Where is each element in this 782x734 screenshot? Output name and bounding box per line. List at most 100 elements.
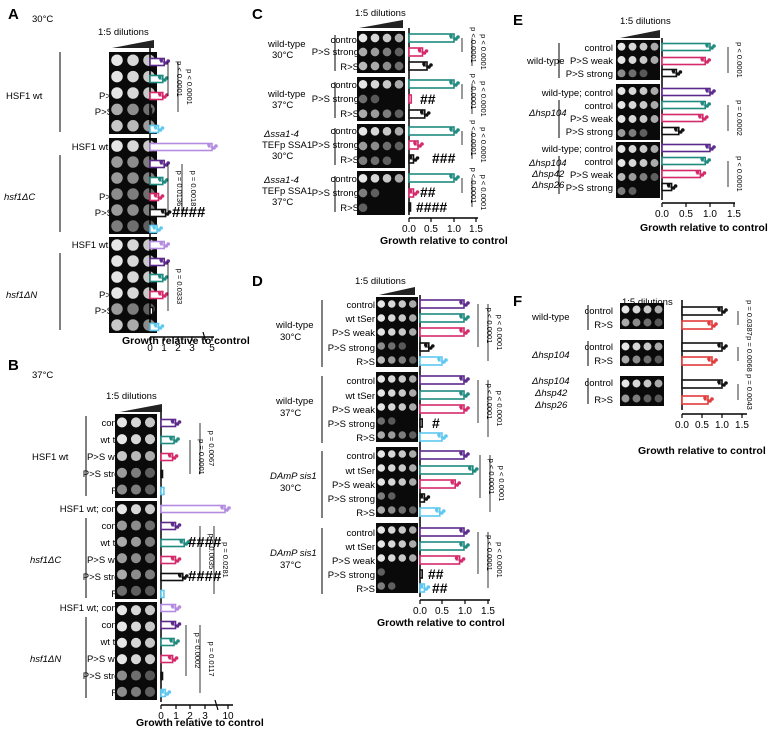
f-strain-wt: wild-type	[532, 312, 570, 323]
a-x-axis-tick-label: 0	[147, 343, 153, 354]
d-spots-3-spot	[398, 478, 407, 486]
a-spots-2-spot	[127, 156, 139, 168]
e-row-control: control	[584, 157, 613, 168]
c-row-control: control	[330, 35, 359, 46]
a-spots-3-spot	[111, 303, 123, 315]
e-spots-3-spot	[650, 159, 659, 167]
c-spots-4-spot	[358, 188, 368, 198]
d-spots-4-spot	[387, 554, 396, 562]
a-row-hsf1-wt-control: HSF1 wt; control	[71, 240, 142, 251]
f-x-axis-tick-label: 1.5	[735, 420, 749, 431]
b-bar-dot	[167, 453, 172, 457]
d-spots-3-spot	[377, 478, 386, 486]
d-spots-1-spot	[377, 300, 386, 308]
e-bar-dot	[700, 101, 704, 105]
c-spots-2-spot	[358, 94, 368, 104]
a-hash-mark: ####	[172, 204, 206, 221]
b-spots-2-spot	[116, 504, 128, 515]
d-spots-1-spot	[398, 328, 407, 336]
d-strain-wt-30-line2: 30°C	[280, 332, 302, 343]
c-pval-3: p < 0.0001	[469, 74, 478, 110]
d-spots-1-spot	[377, 342, 386, 350]
f-strain-triple-1: Δhsp104	[532, 376, 570, 387]
b-x-axis-tick-label: 2	[187, 711, 193, 722]
d-spots-4-spot	[377, 582, 386, 590]
c-spots-1-spot	[394, 33, 404, 43]
c-spots-3-spot	[370, 156, 380, 165]
e-bar	[661, 87, 711, 97]
e-bar-dot	[695, 170, 700, 174]
a-bar-dot	[157, 291, 162, 295]
d-row-control: control	[346, 451, 375, 462]
a-spots-1-spot	[127, 70, 139, 83]
b-spots-2-spot	[144, 569, 156, 580]
c-strain-wt-30-line1: wild-type	[268, 39, 306, 50]
d-row-wt-tser: wt tSer	[345, 542, 375, 553]
d-spots-4-spot	[387, 540, 396, 548]
a-spots-1-spot	[111, 87, 123, 99]
d-spots-3-spot	[408, 506, 417, 514]
c-pval-5: p < 0.0001	[469, 120, 478, 156]
f-x-axis-tick-label: 1.0	[715, 420, 729, 431]
b-spots-1-spot	[144, 417, 156, 428]
temp-label-b: 37°C	[32, 370, 54, 381]
d-spots-2-spot	[398, 431, 407, 439]
e-bar	[661, 143, 711, 153]
c-pval-7: p < 0.0001	[469, 168, 478, 204]
f-strain-triple-2: Δhsp42	[535, 388, 568, 399]
d-spots-4-spot	[377, 554, 386, 562]
c-row-rs: R>S	[340, 155, 359, 166]
c-spots-3-spot	[370, 127, 380, 136]
d-spots-1-spot	[377, 328, 386, 336]
d-pval-1: p < 0.0001	[485, 308, 494, 344]
e-spots-2-spot	[617, 115, 626, 123]
c-spots-2-spot	[382, 80, 392, 89]
c-spots-3-spot	[358, 127, 368, 136]
e-spots-2-spot	[628, 129, 637, 137]
d-x-axis-tick-label: 0.0	[413, 606, 427, 617]
b-spots-3-spot	[144, 686, 156, 697]
d-spots-2-spot	[408, 389, 417, 397]
d-bar	[419, 450, 465, 460]
b-strain-hsf1-dn: hsf1ΔN	[30, 654, 62, 665]
b-spots-2-spot	[130, 585, 142, 596]
d-bar	[419, 465, 474, 475]
c-spots-1-spot	[382, 61, 392, 71]
d-spots-4-spot	[387, 526, 396, 534]
d-bar-dot	[419, 494, 424, 498]
b-row-ps-strong: P>S strong	[82, 572, 130, 583]
b-spots-3-spot	[116, 686, 128, 697]
d-spots-4-spot	[408, 540, 417, 548]
d-pval-7: p < 0.0001	[485, 535, 494, 571]
d-bar-dot	[459, 328, 463, 332]
f-pval-1: p = 0.0387	[745, 300, 754, 336]
a-bar-dot	[153, 125, 158, 129]
f-spots-3-spot	[632, 379, 641, 388]
e-spots-3-spot	[617, 145, 626, 153]
a-pval-5: p = 0.0333	[175, 269, 184, 305]
c-bar-dot	[417, 48, 422, 52]
d-spots-1-spot	[398, 314, 407, 322]
d-bar-dot	[468, 466, 472, 470]
b-strain-hsf1-wt: HSF1 wt	[32, 452, 69, 463]
d-row-wt-tser: wt tSer	[345, 466, 375, 477]
b-bar-dot	[170, 556, 175, 560]
c-bar	[408, 126, 455, 136]
e-row-wt-control: wild-type; control	[541, 88, 613, 99]
d-spots-2-spot	[387, 389, 396, 397]
b-spots-2-spot	[144, 536, 156, 547]
f-row-rs: R>S	[594, 356, 613, 367]
f-bar	[681, 342, 723, 352]
d-row-ps-strong: P>S strong	[327, 570, 375, 581]
e-spots-1-spot	[639, 69, 648, 78]
d-pval-8: p < 0.0001	[495, 542, 504, 578]
d-spots-3-spot	[377, 464, 386, 472]
a-dilution-wedge	[112, 40, 154, 48]
e-strain-hsp104: Δhsp104	[529, 108, 567, 119]
d-spots-4-spot	[387, 582, 396, 590]
b-spots-1-spot	[130, 484, 142, 495]
f-bar-dot	[717, 380, 721, 384]
a-spots-3-spot	[127, 271, 139, 283]
b-spots-1-spot	[116, 450, 128, 462]
d-bar-dot	[459, 405, 463, 409]
